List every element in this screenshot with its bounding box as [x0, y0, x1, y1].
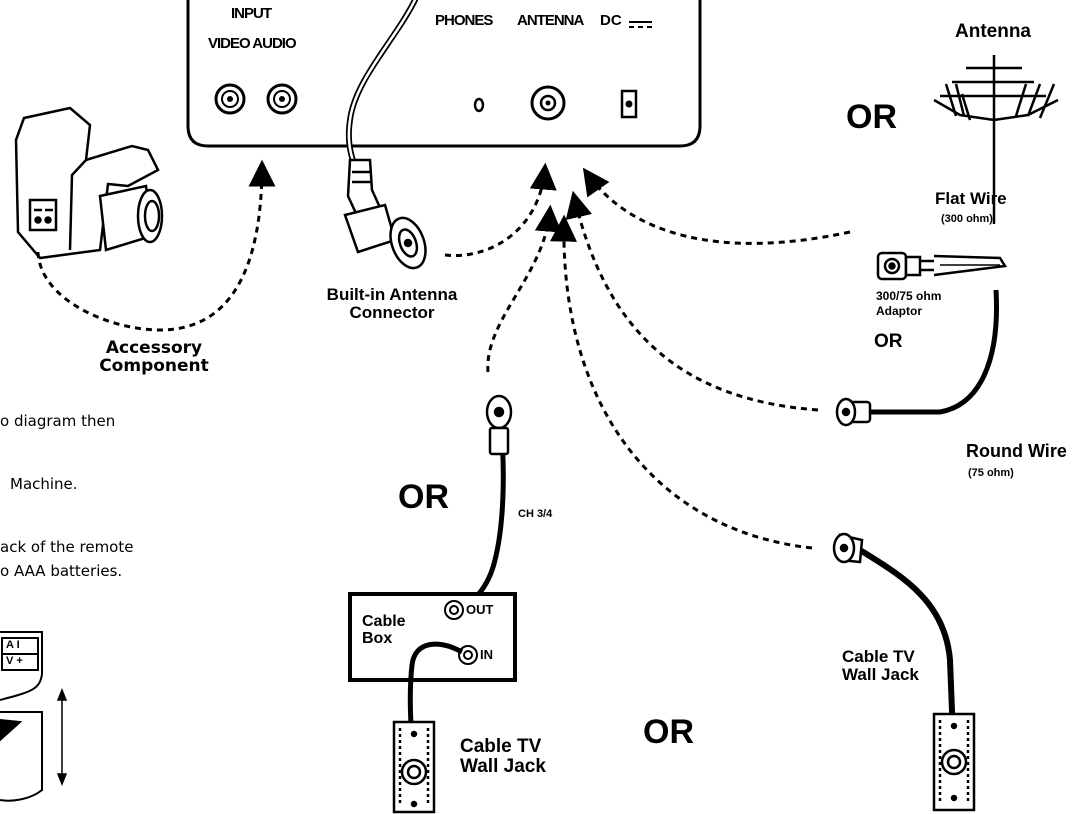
phones-jack-icon — [473, 97, 485, 113]
flat-wire-ohm-label: (300 ohm) — [941, 213, 993, 225]
arrow-cable-box — [486, 204, 562, 373]
wall-jack-connector-right-icon — [832, 532, 864, 564]
video-audio-label: VIDEO AUDIO — [208, 35, 297, 52]
dc-jack-icon — [620, 89, 638, 119]
cable-box — [348, 592, 517, 682]
wall-jack-left-line2: Wall Jack — [460, 755, 546, 777]
battery-label-bottom: V + — [6, 655, 23, 667]
antenna-jack-icon — [530, 85, 566, 121]
builtin-antenna-label-line1: Built-in Antenna — [326, 285, 458, 304]
instruction-line-4: o AAA batteries. — [0, 562, 123, 580]
accessory-component-label: Accessory Component — [84, 338, 224, 376]
arrow-wall-jack — [550, 214, 813, 550]
antenna-icon — [933, 55, 1059, 224]
round-wire-label: Round Wire — [966, 441, 1067, 461]
phones-label: PHONES — [435, 12, 493, 29]
arrow-builtin — [444, 162, 557, 258]
in-jack-icon — [458, 645, 478, 665]
ch34-connector-icon — [485, 394, 513, 456]
instruction-line-2: Machine. — [10, 475, 78, 493]
accessory-label-line1: Accessory — [105, 338, 203, 358]
or-label-left: OR — [398, 478, 449, 516]
flat-wire-label: Flat Wire — [935, 189, 1007, 208]
dc-symbol-icon — [629, 21, 652, 28]
or-label-small: OR — [874, 331, 903, 352]
wall-jack-plate-right-icon — [932, 712, 976, 812]
adaptor-ohm-label: 300/75 ohm — [876, 289, 942, 303]
round-wire-ohm-label: (75 ohm) — [968, 467, 1014, 479]
builtin-antenna-connector-icon — [343, 158, 427, 270]
input-label: INPUT — [231, 5, 272, 22]
accessory-label-line2: Component — [99, 355, 209, 376]
video-jack-icon — [214, 83, 246, 115]
cable-tv-wall-jack-right-label: Cable TV Wall Jack — [842, 648, 919, 684]
builtin-antenna-label-line2: Connector — [349, 302, 435, 322]
wall-jack-cable-right — [858, 547, 957, 763]
cable-box-label-line1: Cable — [362, 613, 406, 630]
flat-wire — [933, 254, 1008, 277]
arrow-flat-wire — [582, 167, 851, 245]
wall-jack-right-line2: Wall Jack — [842, 664, 919, 684]
antenna-label: Antenna — [955, 21, 1031, 42]
or-label-bottom: OR — [643, 713, 694, 751]
cable-tv-wall-jack-left-label: Cable TV Wall Jack — [460, 737, 546, 777]
battery-label-top: A I — [6, 639, 20, 651]
arrow-accessory — [36, 159, 276, 332]
camcorder-icon — [14, 106, 164, 260]
wall-jack-right-line1: Cable TV — [842, 647, 915, 666]
antenna-panel-label: ANTENNA — [517, 12, 584, 29]
cable-box-label: Cable Box — [362, 613, 406, 648]
out-label: OUT — [466, 602, 494, 617]
cable-box-label-line2: Box — [362, 629, 393, 647]
ch34-label: CH 3/4 — [518, 508, 553, 520]
instruction-line-3: ack of the remote — [0, 538, 134, 556]
or-label-top: OR — [846, 98, 897, 136]
adaptor-label: Adaptor — [876, 304, 922, 318]
remote-battery-icon — [0, 631, 43, 802]
builtin-antenna-label: Built-in Antenna Connector — [312, 286, 472, 322]
wall-jack-left-line1: Cable TV — [460, 736, 542, 757]
adaptor-icon — [876, 251, 934, 281]
tv-back-panel — [186, 0, 702, 148]
round-wire-connector-icon — [835, 397, 872, 427]
round-wire-cable — [864, 289, 999, 415]
arrow-round-wire — [565, 190, 819, 412]
in-label: IN — [480, 647, 493, 662]
audio-jack-icon — [266, 83, 298, 115]
dc-label: DC — [600, 12, 622, 29]
builtin-antenna-wire — [345, 0, 418, 171]
wall-jack-plate-left-icon — [392, 720, 436, 814]
slide-arrow-icon — [56, 687, 68, 787]
instruction-line-1: o diagram then — [0, 412, 116, 430]
out-jack-icon — [444, 600, 464, 620]
